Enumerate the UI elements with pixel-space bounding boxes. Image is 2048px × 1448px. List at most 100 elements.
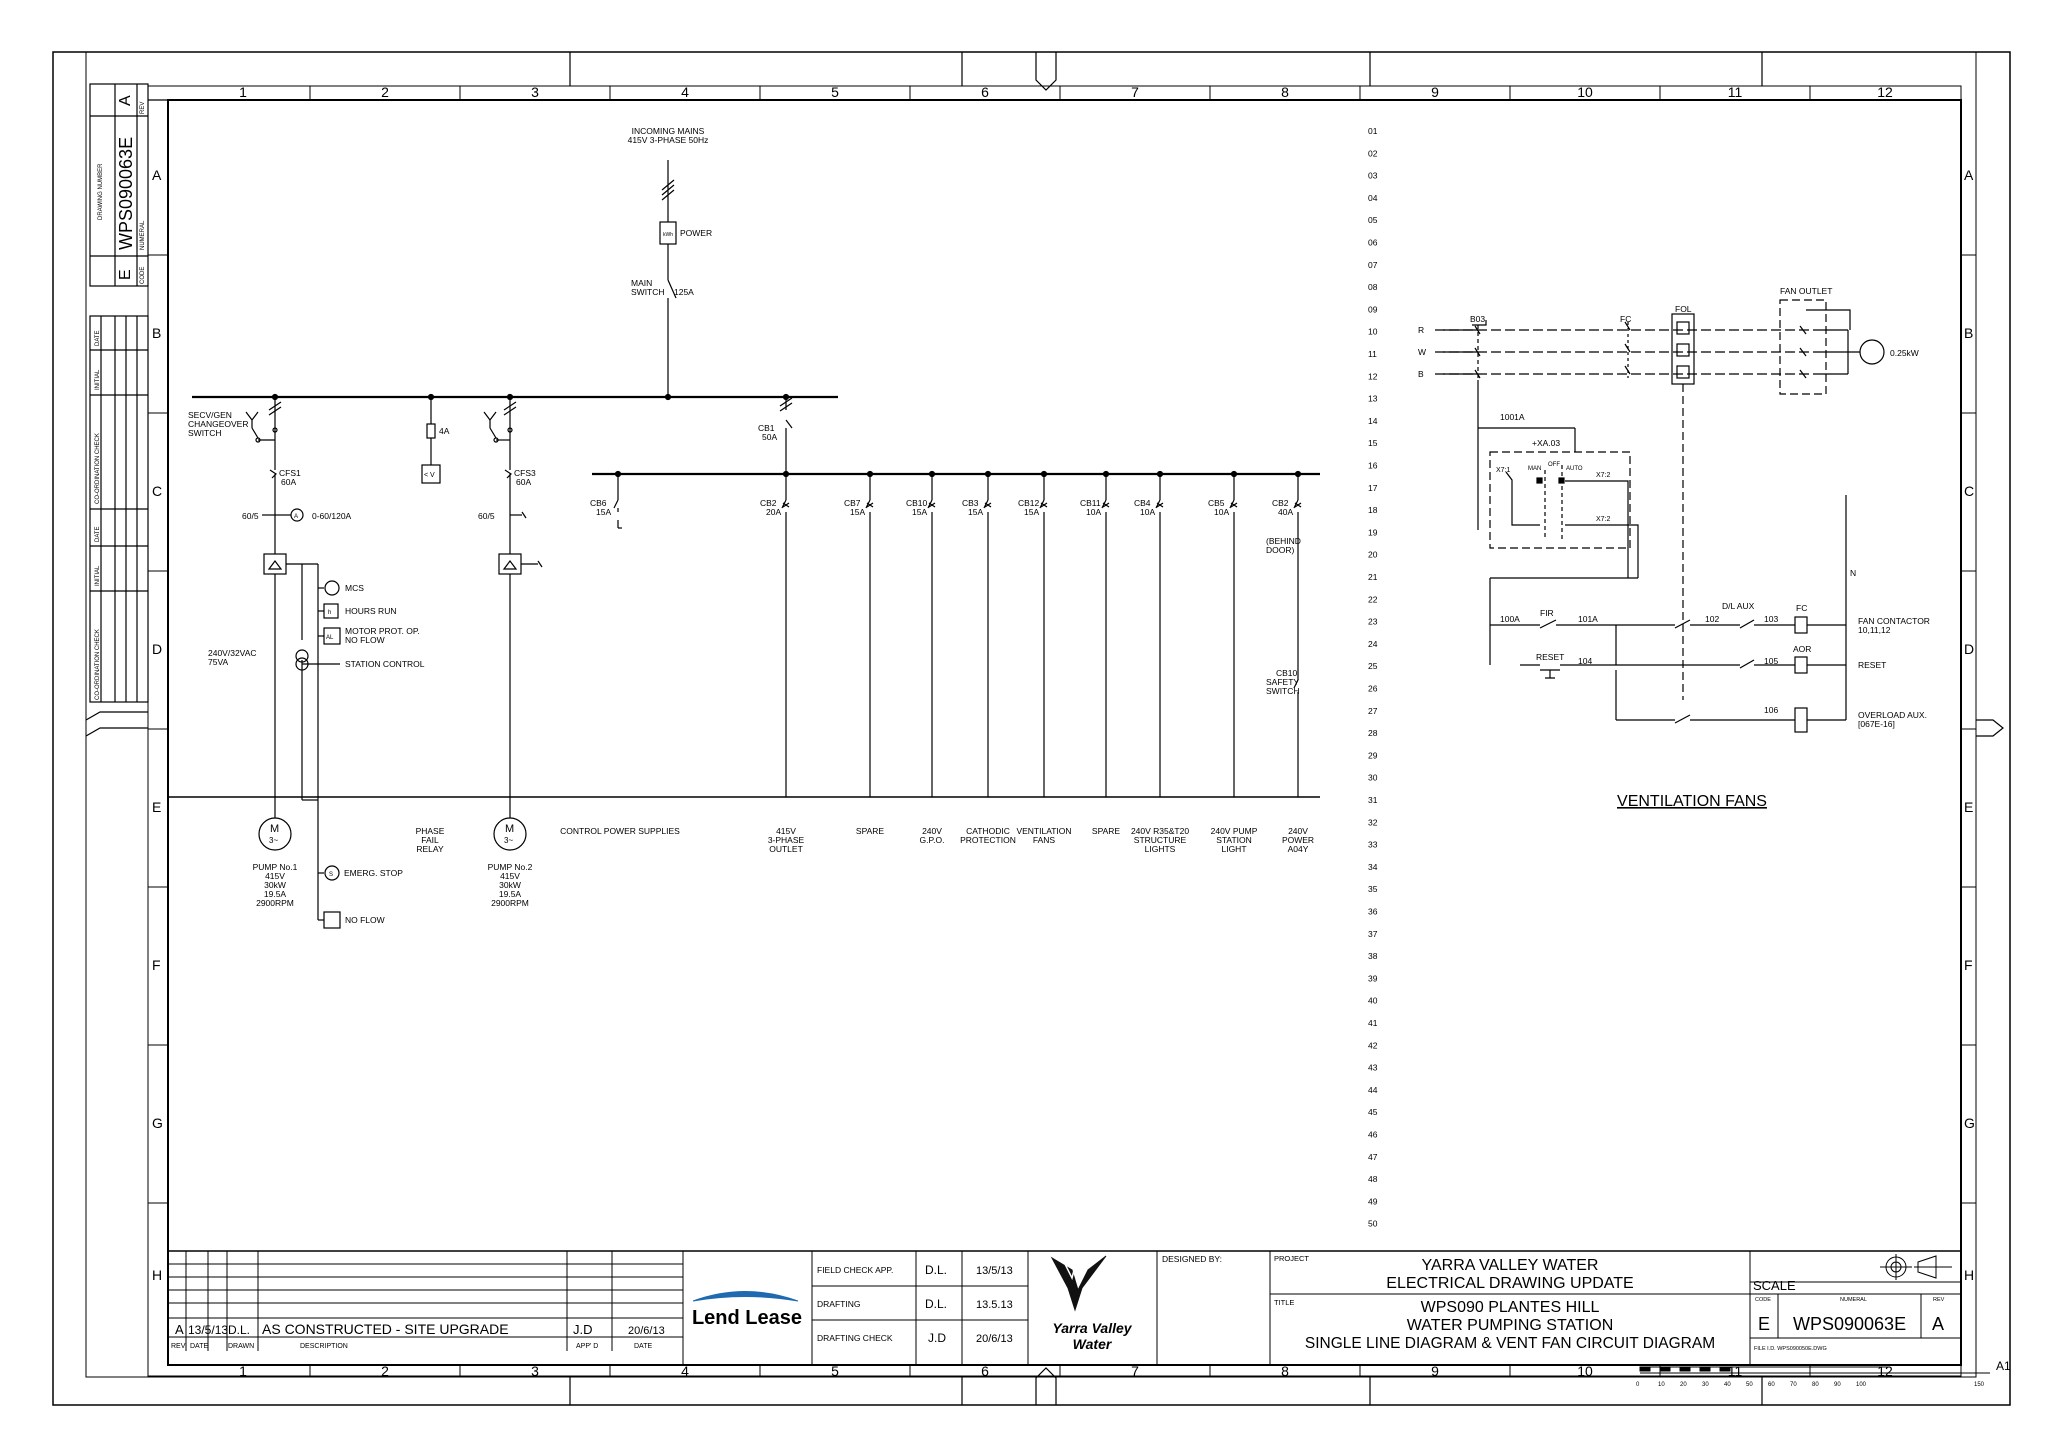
pump-2-label: PUMP No.2 (488, 862, 533, 872)
lend-lease-logo-icon (692, 1291, 799, 1302)
breaker-contact (1293, 499, 1302, 509)
drafting-check-date: 20/6/13 (976, 1333, 1013, 1345)
breaker-id: CB11 (1080, 498, 1101, 508)
breaker-load-label: OUTLET (769, 844, 803, 854)
scale-label: SCALE (1753, 1278, 1796, 1293)
emerg-stop-symbol: S (329, 872, 333, 878)
phase-fail-label: PHASE (416, 826, 445, 836)
cfs3-rating: 60A (516, 477, 531, 487)
breaker-contact (1229, 499, 1238, 509)
line-number: 41 (1368, 1018, 1378, 1028)
pump-2-voltage: 415V (500, 871, 520, 881)
title-block-text: A 13/5/13 D.L. AS CONSTRUCTED - SITE UPG… (171, 1254, 1945, 1352)
side-cell-coord-check-2: CO-ORDINATION CHECK (95, 629, 101, 700)
main-switch-label: MAIN (631, 278, 652, 288)
breaker-id: CB7 (844, 498, 861, 508)
designed-by-label: DESIGNED BY: (1162, 1254, 1222, 1264)
breaker-load-label: STRUCTURE (1134, 835, 1187, 845)
scale-tick-label: 80 (1812, 1382, 1819, 1388)
breaker-id: CB4 (1134, 498, 1151, 508)
rev-date: 13/5/13 (188, 1323, 228, 1337)
line-number: 05 (1368, 215, 1378, 225)
line-number: 21 (1368, 572, 1378, 582)
line-number: 31 (1368, 795, 1378, 805)
line-number: 28 (1368, 728, 1378, 738)
power-label: POWER (680, 228, 712, 238)
breaker-load-label: CATHODIC (966, 826, 1010, 836)
line-number: 32 (1368, 817, 1378, 827)
breaker-load-label: 415V (776, 826, 796, 836)
wire-106: 106 (1764, 705, 1778, 715)
header-description: DESCRIPTION (300, 1343, 348, 1350)
row-label-right: B (1964, 325, 1973, 341)
dl-aux-label: D/L AUX (1722, 601, 1755, 611)
breaker-id: CB3 (962, 498, 979, 508)
wire-105: 105 (1764, 656, 1778, 666)
breaker-load-label: G.P.O. (920, 835, 945, 845)
side-cell-coord-check: CO-ORDINATION CHECK (95, 433, 101, 504)
pump-1-current: 19.5A (264, 889, 287, 899)
line-number: 02 (1368, 148, 1378, 158)
fir-label: FIR (1540, 608, 1554, 618)
breaker-contact (781, 499, 790, 509)
line-number: 10 (1368, 327, 1378, 337)
behind-door-label-2: DOOR) (1266, 545, 1295, 555)
breaker-load-label: SPARE (856, 826, 885, 836)
scale-tick-label: 10 (1658, 1382, 1665, 1388)
breaker-rating: 15A (912, 507, 927, 517)
breaker-contact (983, 499, 992, 509)
breaker-id: CB5 (1208, 498, 1225, 508)
column-label-top: 9 (1431, 84, 1439, 100)
transformer-rating: 75VA (208, 657, 228, 667)
column-label-bottom: 7 (1131, 1363, 1139, 1379)
breaker-load-label: PROTECTION (960, 835, 1016, 845)
breaker-id: CB12 (1018, 498, 1040, 508)
row-label-left: C (152, 483, 162, 499)
phase-fail-label-3: RELAY (416, 844, 444, 854)
line-number: 44 (1368, 1085, 1378, 1095)
line-number: 24 (1368, 639, 1378, 649)
field-check-initial: D.L. (925, 1263, 947, 1277)
breaker-load-label: POWER (1282, 835, 1314, 845)
rev-approved: J.D (573, 1322, 593, 1337)
side-panel (89, 83, 149, 703)
scale-tick-label: 0 (1636, 1382, 1640, 1388)
line-number: 12 (1368, 371, 1378, 381)
side-code-value: E (117, 269, 134, 280)
overload-ref: [067E-16] (1858, 719, 1895, 729)
header-date: DATE (190, 1343, 208, 1350)
side-drawing-number-header: DRAWING NUMBER (98, 163, 104, 220)
line-number: 23 (1368, 617, 1378, 627)
wire-100a: 100A (1500, 614, 1520, 624)
breaker-rating: 15A (596, 507, 611, 517)
cb10-safety-label: CB10 (1276, 668, 1298, 678)
scale-tick-label: 30 (1702, 1382, 1709, 1388)
cfs3-label: CFS3 (514, 468, 536, 478)
side-cell-date-2: DATE (95, 526, 101, 542)
ct1-ratio: 60/5 (242, 511, 259, 521)
line-number: 39 (1368, 973, 1378, 983)
breaker-load-label: 240V R35&T20 (1131, 826, 1189, 836)
numeral-value: WPS090063E (1793, 1314, 1906, 1334)
selector-auto: AUTO (1566, 466, 1583, 472)
side-numeral-header: NUMERAL (140, 220, 146, 250)
line-number: 19 (1368, 527, 1378, 537)
breaker-rating: 10A (1214, 507, 1229, 517)
xa03-label: +XA.03 (1532, 438, 1560, 448)
overload-aux (1794, 707, 1808, 733)
field-check-label: FIELD CHECK APP. (817, 1265, 893, 1275)
selector-man: MAN (1528, 466, 1541, 472)
selector-off: OFF (1548, 462, 1560, 468)
fc-label: FC (1620, 314, 1631, 324)
yarra-valley-water-logo-icon (1050, 1255, 1107, 1312)
line-number: 35 (1368, 884, 1378, 894)
b03-label: B03 (1470, 314, 1485, 324)
line-number: 34 (1368, 862, 1378, 872)
side-cell-initial-2: INITIAL (95, 565, 101, 586)
cb1-label: CB1 (758, 423, 775, 433)
line-number: 29 (1368, 750, 1378, 760)
line-number: 09 (1368, 304, 1378, 314)
breaker-contact (1101, 499, 1110, 509)
